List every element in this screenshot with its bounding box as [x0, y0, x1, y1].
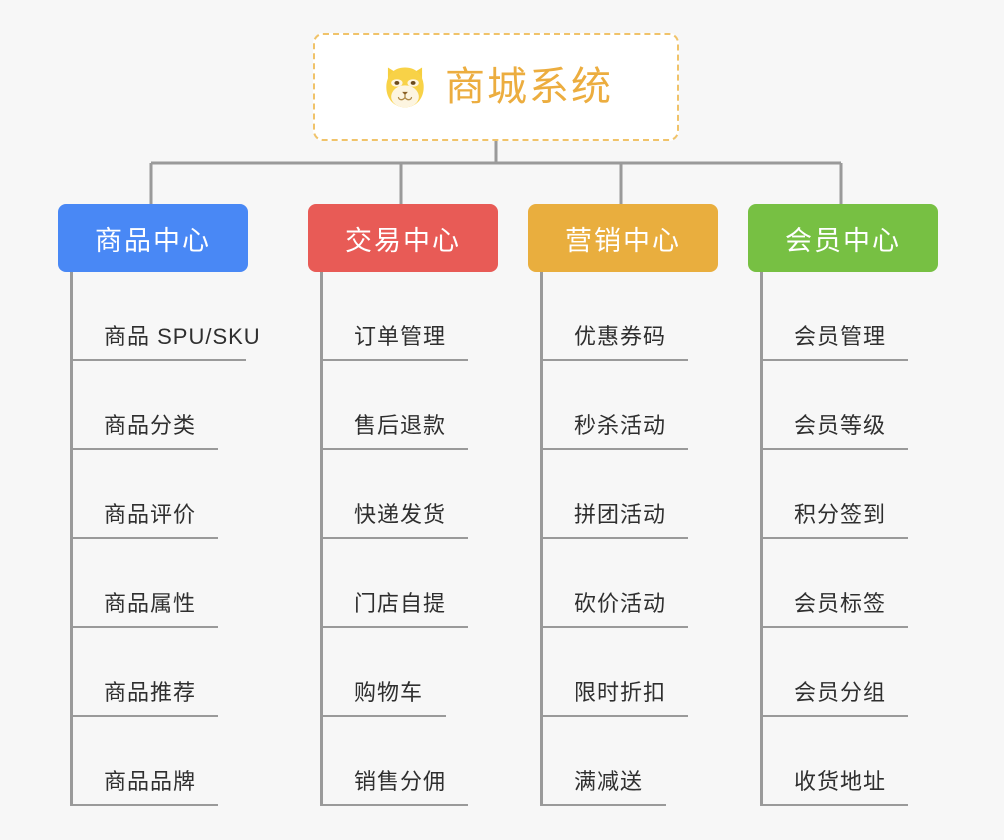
branch-spine-3 [760, 272, 763, 806]
leaf-label: 会员等级 [794, 413, 887, 438]
leaf-label: 快递发货 [354, 502, 447, 527]
root-title: 商城系统 [445, 65, 613, 109]
leaf-label: 积分签到 [794, 502, 887, 527]
shiba-dog-face-icon [386, 67, 424, 108]
list-item[interactable]: 销售分佣 [308, 717, 498, 806]
branch-header-1[interactable]: 交易中心 [308, 204, 498, 272]
list-item[interactable]: 秒杀活动 [528, 361, 718, 450]
leaf-rule [70, 626, 218, 628]
branch-column-2: 营销中心 优惠券码 秒杀活动 拼团活动 砍价活动 限时折扣 [528, 204, 718, 806]
list-item[interactable]: 商品品牌 [58, 717, 248, 806]
list-item[interactable]: 积分签到 [748, 450, 938, 539]
leaf-rule [70, 448, 218, 450]
leaf-label: 优惠券码 [574, 324, 667, 349]
list-item[interactable]: 会员标签 [748, 539, 938, 628]
branch-spine-1 [320, 272, 323, 806]
list-item[interactable]: 砍价活动 [528, 539, 718, 628]
list-item[interactable]: 商品评价 [58, 450, 248, 539]
branch-items-1: 订单管理 售后退款 快递发货 门店自提 购物车 销售分佣 [308, 272, 498, 806]
leaf-label: 销售分佣 [354, 769, 447, 794]
leaf-label: 限时折扣 [574, 680, 667, 705]
branch-items-3: 会员管理 会员等级 积分签到 会员标签 会员分组 收货地址 [748, 272, 938, 806]
leaf-rule [70, 715, 218, 717]
leaf-rule [70, 359, 246, 361]
branch-header-label-0: 商品中心 [95, 225, 211, 256]
leaf-label: 秒杀活动 [574, 413, 667, 438]
leaf-rule [540, 715, 688, 717]
leaf-label: 会员管理 [794, 324, 887, 349]
branch-column-0: 商品中心 商品 SPU/SKU 商品分类 商品评价 商品属性 商品推荐 [58, 204, 260, 806]
leaf-rule [320, 804, 468, 806]
branch-column-1: 交易中心 订单管理 售后退款 快递发货 门店自提 购物车 [308, 204, 498, 806]
leaf-label: 拼团活动 [574, 502, 667, 527]
leaf-label: 商品分类 [104, 413, 197, 438]
list-item[interactable]: 商品分类 [58, 361, 248, 450]
leaf-rule [540, 804, 666, 806]
leaf-label: 满减送 [574, 769, 644, 794]
list-item[interactable]: 收货地址 [748, 717, 938, 806]
leaf-label: 会员分组 [794, 680, 887, 705]
leaf-label: 收货地址 [794, 769, 887, 794]
leaf-rule [320, 537, 468, 539]
list-item[interactable]: 快递发货 [308, 450, 498, 539]
leaf-rule [540, 359, 688, 361]
list-item[interactable]: 门店自提 [308, 539, 498, 628]
leaf-label: 门店自提 [354, 591, 447, 616]
list-item[interactable]: 会员分组 [748, 628, 938, 717]
leaf-rule [320, 448, 468, 450]
leaf-rule [540, 537, 688, 539]
branch-header-2[interactable]: 营销中心 [528, 204, 718, 272]
leaf-rule [540, 626, 688, 628]
branch-header-label-3: 会员中心 [785, 225, 901, 256]
leaf-rule [760, 359, 908, 361]
branch-spine-0 [70, 272, 73, 806]
leaf-label: 商品品牌 [104, 769, 197, 794]
leaf-rule [760, 715, 908, 717]
leaf-rule [760, 804, 908, 806]
leaf-label: 售后退款 [354, 413, 447, 438]
root-node[interactable]: 商城系统 [313, 33, 679, 141]
branch-header-label-1: 交易中心 [345, 225, 461, 256]
list-item[interactable]: 会员管理 [748, 272, 938, 361]
leaf-label: 商品 SPU/SKU [104, 324, 261, 349]
branch-spine-2 [540, 272, 543, 806]
list-item[interactable]: 满减送 [528, 717, 718, 806]
leaf-rule [70, 537, 218, 539]
list-item[interactable]: 购物车 [308, 628, 498, 717]
leaf-rule [320, 359, 468, 361]
branch-column-3: 会员中心 会员管理 会员等级 积分签到 会员标签 会员分组 [748, 204, 938, 806]
list-item[interactable]: 优惠券码 [528, 272, 718, 361]
leaf-label: 购物车 [354, 680, 424, 705]
list-item[interactable]: 会员等级 [748, 361, 938, 450]
list-item[interactable]: 商品属性 [58, 539, 248, 628]
list-item[interactable]: 商品推荐 [58, 628, 248, 717]
leaf-rule [320, 715, 446, 717]
list-item[interactable]: 限时折扣 [528, 628, 718, 717]
leaf-rule [320, 626, 468, 628]
leaf-label: 商品评价 [104, 502, 197, 527]
leaf-label: 砍价活动 [574, 591, 667, 616]
branch-header-0[interactable]: 商品中心 [58, 204, 248, 272]
list-item[interactable]: 商品 SPU/SKU [58, 272, 260, 361]
list-item[interactable]: 订单管理 [308, 272, 498, 361]
leaf-rule [70, 804, 218, 806]
list-item[interactable]: 拼团活动 [528, 450, 718, 539]
branch-header-label-2: 营销中心 [565, 225, 681, 256]
leaf-label: 商品属性 [104, 591, 197, 616]
leaf-rule [760, 537, 908, 539]
branch-items-2: 优惠券码 秒杀活动 拼团活动 砍价活动 限时折扣 满减送 [528, 272, 718, 806]
leaf-rule [540, 448, 688, 450]
leaf-label: 订单管理 [354, 324, 447, 349]
leaf-rule [760, 448, 908, 450]
branch-header-3[interactable]: 会员中心 [748, 204, 938, 272]
leaf-label: 会员标签 [794, 591, 887, 616]
leaf-rule [760, 626, 908, 628]
leaf-label: 商品推荐 [104, 680, 197, 705]
list-item[interactable]: 售后退款 [308, 361, 498, 450]
branch-items-0: 商品 SPU/SKU 商品分类 商品评价 商品属性 商品推荐 商品品牌 [58, 272, 260, 806]
